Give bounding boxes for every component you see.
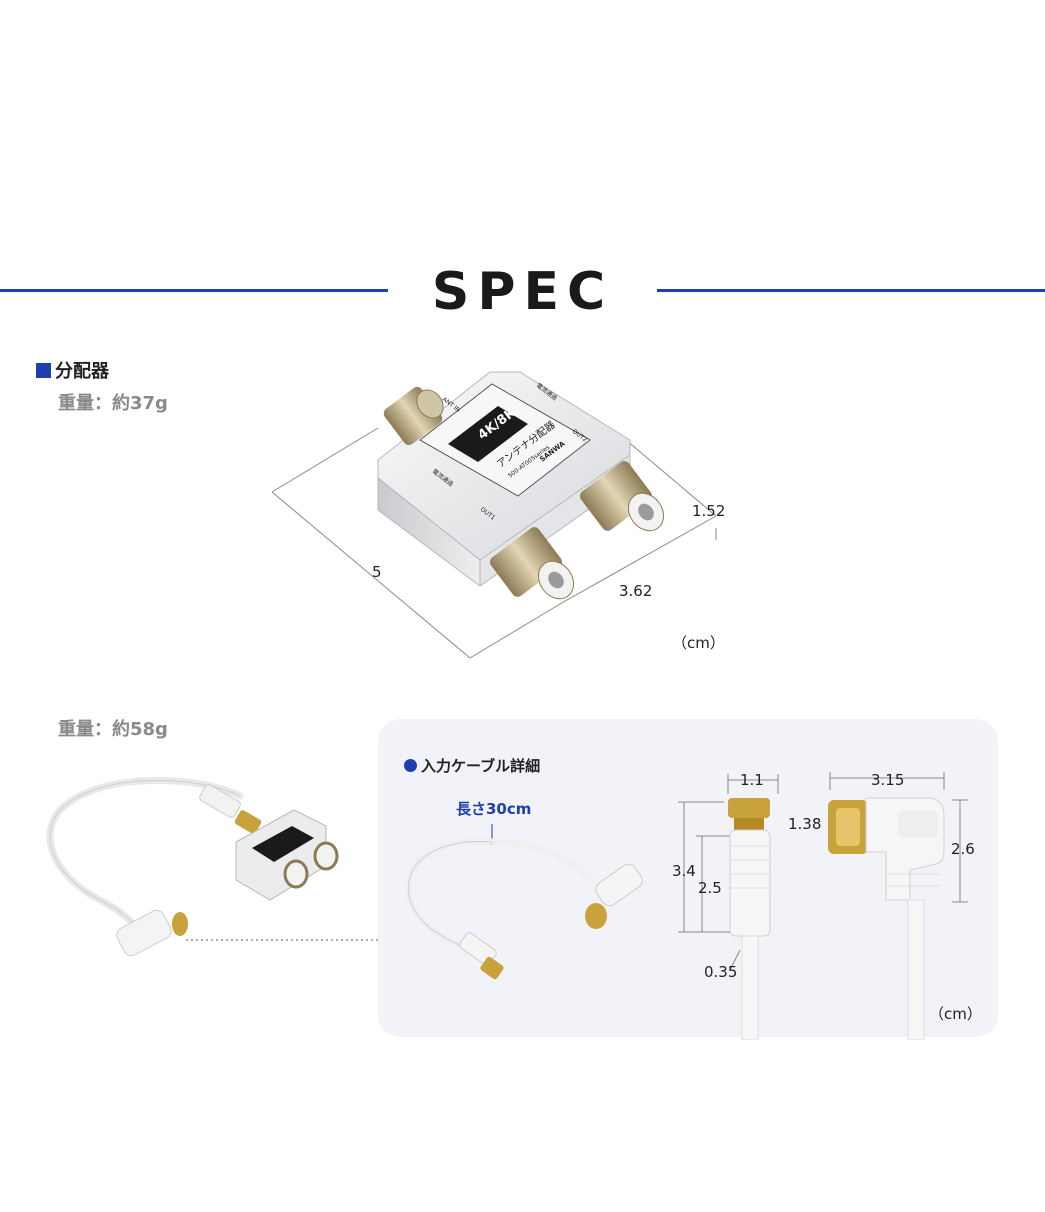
cable-dim-angle-width: 3.15 — [871, 771, 905, 789]
title-line-right — [657, 289, 1045, 292]
splitter-unit: （cm） — [672, 634, 725, 652]
splitter-heading: 分配器 — [36, 357, 109, 383]
cable-dim-straight-body: 2.5 — [698, 879, 722, 897]
splitter-dim-width: 3.62 — [619, 582, 653, 600]
splitter-heading-text: 分配器 — [55, 361, 109, 382]
square-bullet-icon — [36, 362, 51, 378]
splitter-weight: 重量：約37g — [58, 393, 168, 414]
splitter-dim-length: 5 — [372, 563, 382, 581]
cable-dim-angle-plug: 1.38 — [788, 815, 822, 833]
splitter-dim-height: 1.52 — [692, 502, 726, 520]
page-title: SPEC — [431, 262, 614, 322]
cable-unit: （cm） — [929, 1005, 982, 1023]
cable-dim-straight-total: 3.4 — [672, 862, 696, 880]
connector-ant-in — [383, 386, 444, 446]
cable-dim-angle-height: 2.6 — [951, 840, 975, 858]
connector-out1 — [490, 527, 575, 600]
cable-dim-cable-dia: 0.35 — [704, 963, 738, 981]
set-weight: 重量：約58g — [58, 719, 168, 740]
cable-illustration — [405, 824, 643, 980]
splitter-illustration: 4K/8K アンテナ分配器 500-AT005series SANWA ANT … — [271, 371, 717, 659]
straight-plug-diagram — [678, 774, 779, 1040]
set-illustration — [46, 776, 380, 957]
cable-dim-straight-width: 1.1 — [740, 771, 764, 789]
title-line-left — [0, 289, 388, 292]
cable-heading-text: 入力ケーブル詳細 — [421, 757, 541, 775]
angle-plug-diagram — [828, 772, 968, 1040]
connector-out2 — [580, 461, 665, 532]
dot-bullet-icon — [404, 759, 417, 772]
cable-length-label: 長さ30cm — [456, 800, 532, 818]
cable-heading: 入力ケーブル詳細 — [404, 755, 540, 776]
